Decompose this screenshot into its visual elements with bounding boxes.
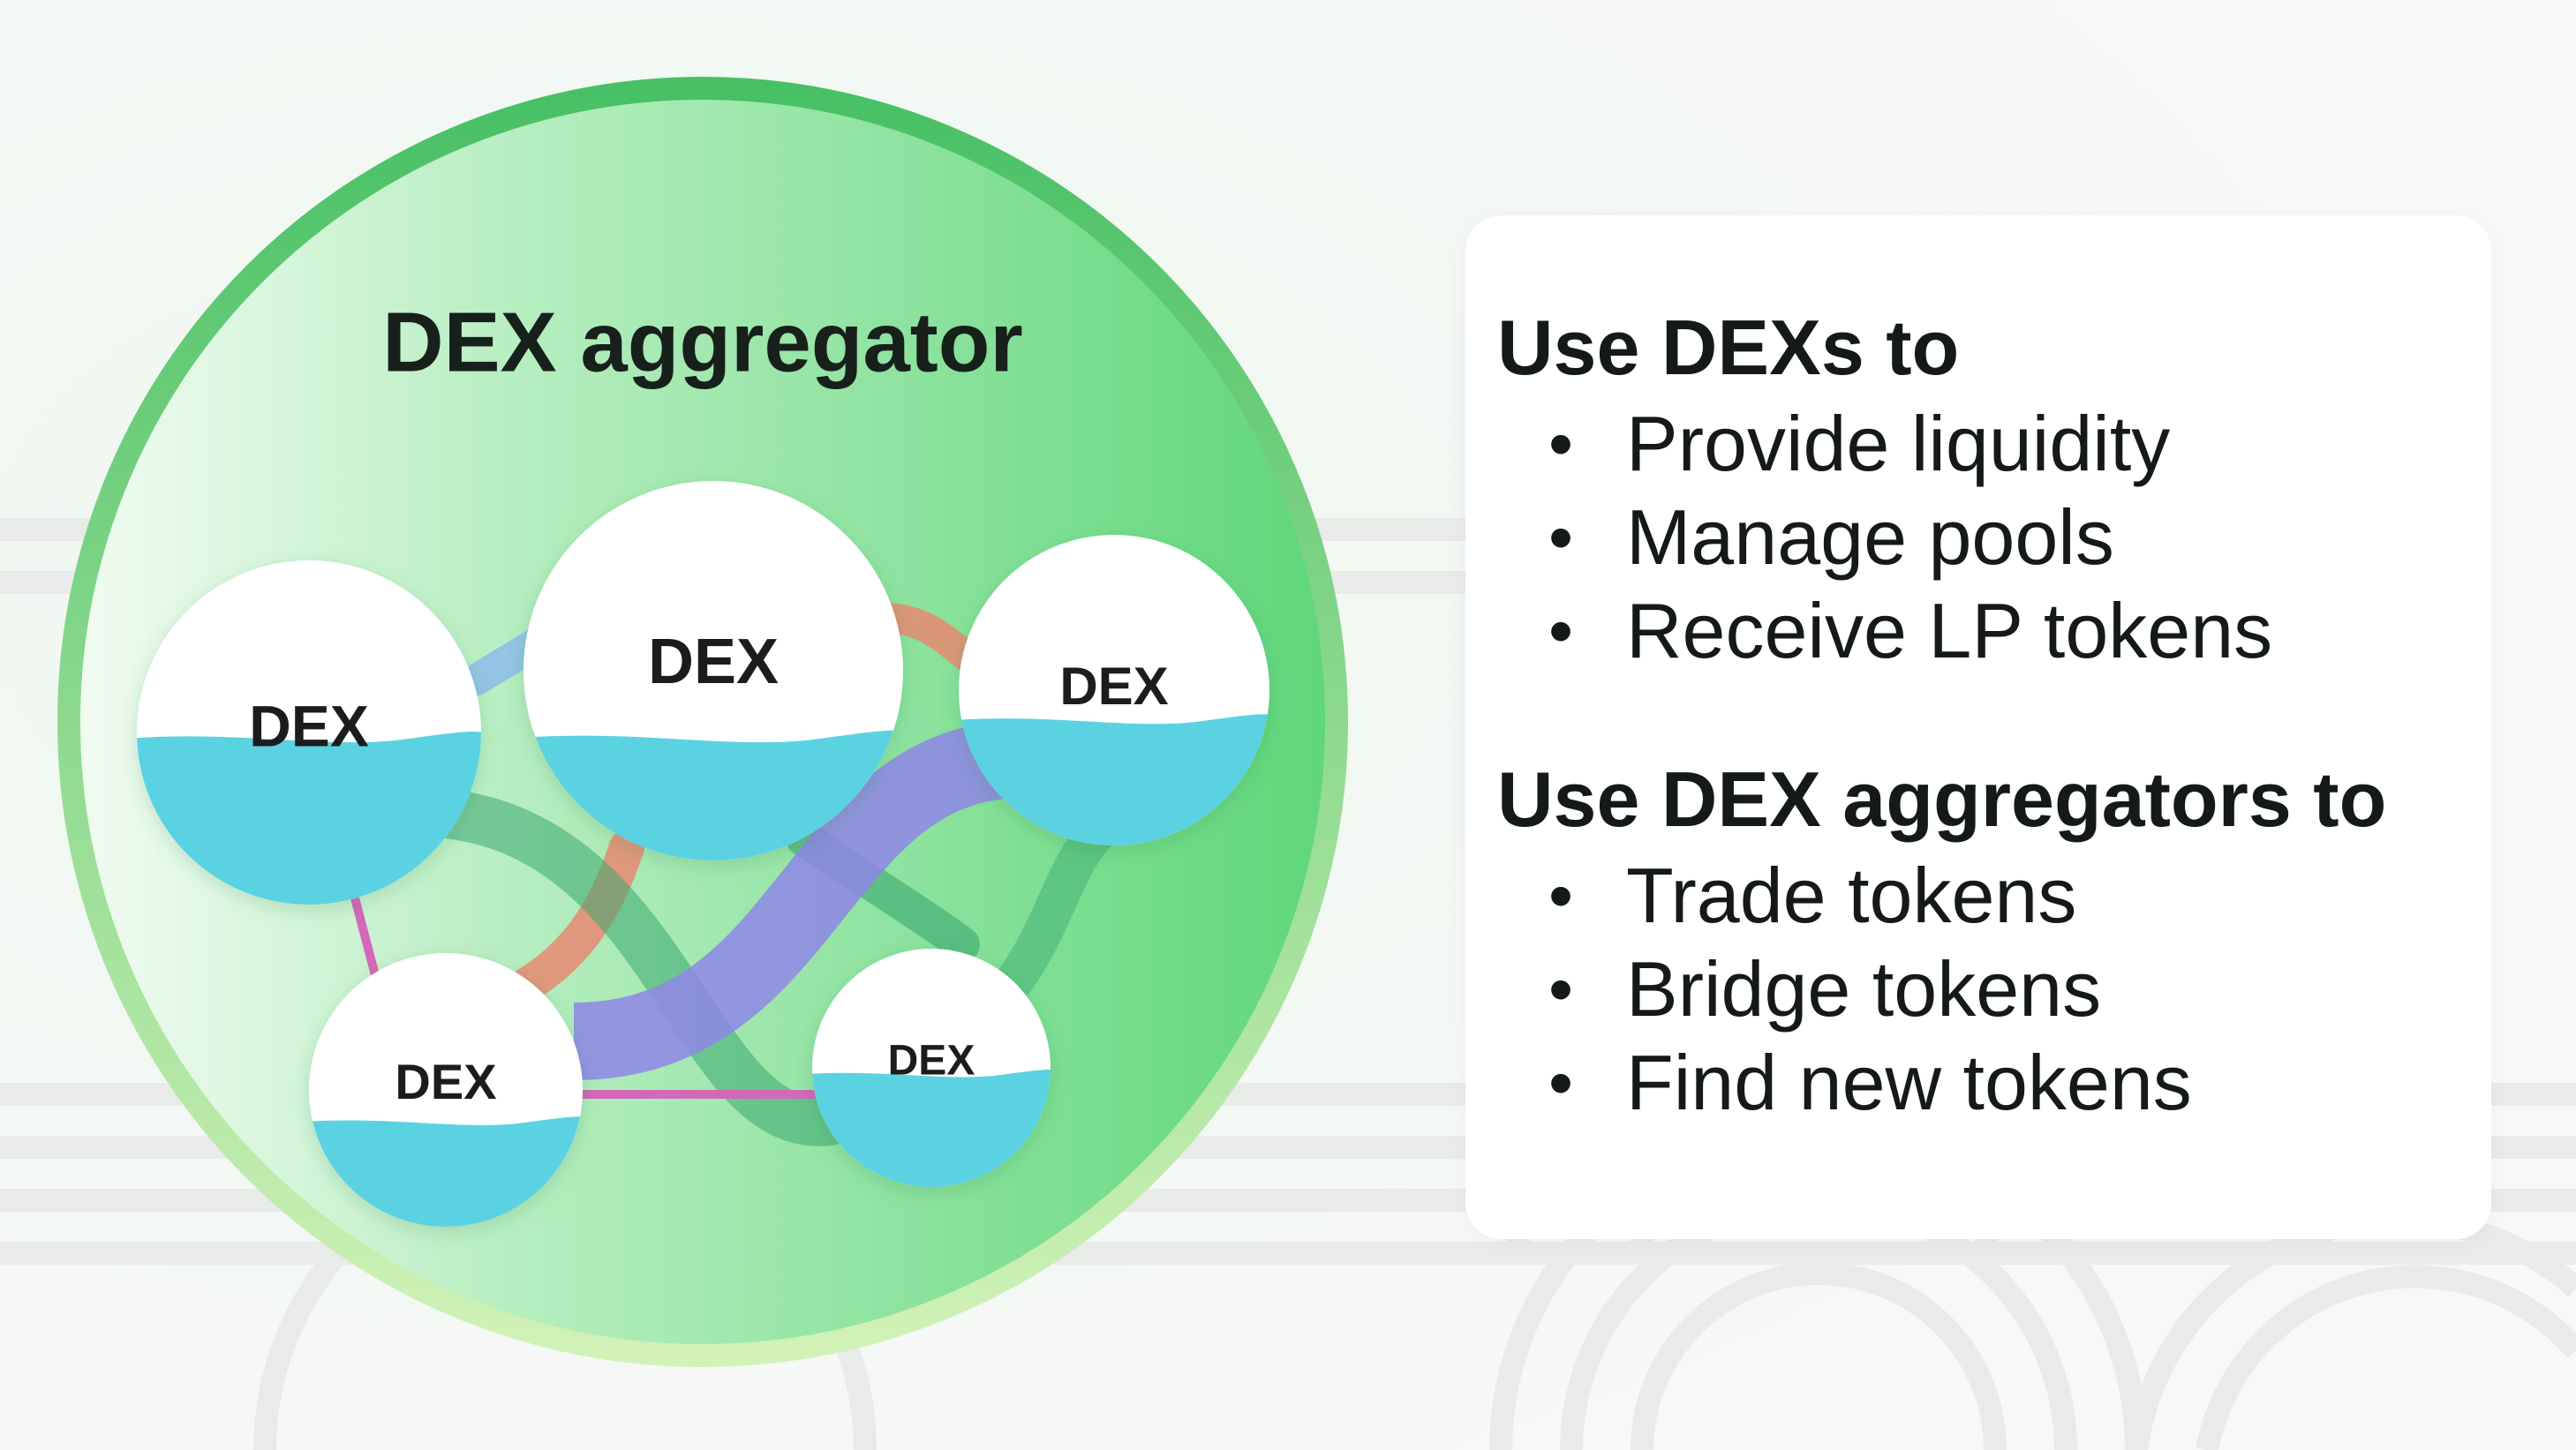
diagram-title: DEX aggregator <box>382 295 1022 389</box>
list-item: • Receive LP tokens <box>1497 584 2491 678</box>
list-item-text: Trade tokens <box>1626 852 2077 939</box>
dex-uses-section: Use DEXs to • Provide liquidity • Manage p… <box>1497 304 2491 678</box>
liquidity-fill <box>137 732 481 905</box>
dex-node-label: DEX <box>249 693 369 758</box>
bullet-icon: • <box>1548 498 1574 576</box>
dex-links <box>349 603 1132 1146</box>
list-item: • Manage pools <box>1497 491 2491 584</box>
bullet-icon: • <box>1548 404 1574 483</box>
list-item: • Bridge tokens <box>1497 943 2491 1036</box>
list-item: • Provide liquidity <box>1497 397 2491 491</box>
section-title-dexs: Use DEXs to <box>1497 304 1960 391</box>
dex-uses-list: • Provide liquidity • Manage pools • Receiv… <box>1497 397 2491 678</box>
dex-node-label: DEX <box>648 627 779 697</box>
list-item-text: Provide liquidity <box>1626 400 2171 487</box>
bullet-icon: • <box>1548 591 1574 670</box>
dex-node-label: DEX <box>395 1054 496 1109</box>
dex-node-label: DEX <box>888 1038 975 1085</box>
bullet-icon: • <box>1548 856 1574 935</box>
link-dex4-dex2 <box>503 830 644 1006</box>
dex-node-label: DEX <box>1059 657 1168 716</box>
dex-node: DEX <box>137 560 481 905</box>
link-dex4-dex3 <box>572 720 1026 1080</box>
aggregator-uses-section: Use DEX aggregators to • Trade tokens • Br… <box>1497 755 2491 1130</box>
section-title-aggregators: Use DEX aggregators to <box>1497 755 2387 843</box>
link-dex1-dex4 <box>349 890 380 977</box>
list-item-text: Find new tokens <box>1626 1039 2192 1126</box>
list-item-text: Manage pools <box>1626 493 2114 581</box>
info-card: Use DEXs to • Provide liquidity • Manage p… <box>1465 215 2491 1239</box>
list-item: • Trade tokens <box>1497 849 2491 943</box>
aggregator-uses-list: • Trade tokens • Bridge tokens • Find new t… <box>1497 849 2491 1130</box>
list-item-text: Bridge tokens <box>1626 945 2102 1033</box>
bullet-icon: • <box>1548 950 1574 1028</box>
list-item: • Find new tokens <box>1497 1036 2491 1130</box>
bullet-icon: • <box>1548 1043 1574 1122</box>
list-item-text: Receive LP tokens <box>1626 587 2273 674</box>
link-dex1-dex5 <box>390 787 855 1146</box>
